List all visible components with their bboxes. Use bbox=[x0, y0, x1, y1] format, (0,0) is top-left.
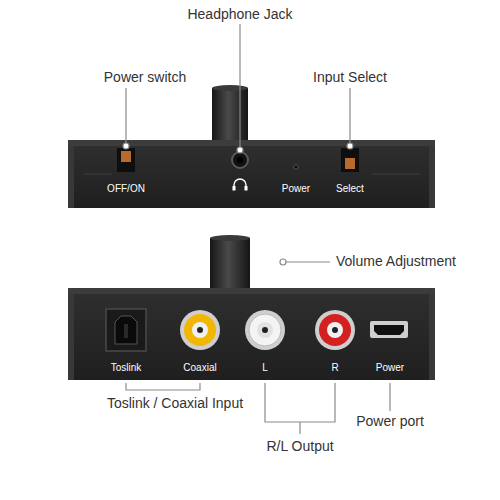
power-led bbox=[294, 165, 298, 169]
leader-dot bbox=[123, 143, 129, 149]
panel-print: R bbox=[331, 362, 338, 373]
headphone-jack bbox=[232, 152, 248, 168]
leader-dot bbox=[347, 143, 353, 149]
knob-top bbox=[210, 235, 250, 241]
callout-label: Volume Adjustment bbox=[336, 254, 456, 269]
housing-edge bbox=[429, 294, 435, 380]
switch-lever bbox=[345, 158, 355, 169]
volume-knob bbox=[210, 238, 250, 292]
panel-seam bbox=[84, 174, 112, 175]
jack-hole bbox=[237, 157, 243, 163]
switch-slot bbox=[117, 148, 135, 172]
callout-label: R/L Output bbox=[266, 439, 333, 454]
callout-label: Headphone Jack bbox=[187, 7, 292, 22]
rca-jack-left bbox=[245, 310, 285, 350]
switch-slot bbox=[341, 148, 359, 172]
leader-line bbox=[389, 383, 390, 411]
headphone-icon bbox=[233, 179, 248, 191]
power-port bbox=[370, 321, 408, 338]
panel-seam bbox=[372, 174, 420, 175]
leader-line bbox=[286, 261, 330, 262]
callout-label: Power port bbox=[356, 414, 424, 429]
panel-print: OFF/ON bbox=[107, 183, 145, 194]
panel-print: Toslink bbox=[111, 362, 142, 373]
coaxial-jack bbox=[180, 310, 220, 350]
leader-line bbox=[349, 88, 350, 143]
panel-print: Power bbox=[282, 183, 310, 194]
toslink-port bbox=[106, 309, 146, 351]
switch-lever bbox=[121, 151, 131, 162]
panel-print: Select bbox=[336, 183, 364, 194]
callout-label: Input Select bbox=[313, 70, 387, 85]
housing-face bbox=[68, 294, 435, 380]
panel-print: L bbox=[262, 362, 268, 373]
housing-edge bbox=[68, 146, 74, 208]
housing-edge bbox=[429, 146, 435, 208]
rca-jack-right bbox=[315, 310, 355, 350]
leader-line bbox=[239, 24, 240, 147]
front-view bbox=[68, 85, 435, 208]
callout-label: Power switch bbox=[104, 70, 186, 85]
leader-dot bbox=[280, 259, 286, 265]
panel-print: Power bbox=[376, 362, 404, 373]
knob-top bbox=[212, 85, 248, 91]
bracket bbox=[265, 383, 335, 422]
panel-print: Coaxial bbox=[183, 362, 216, 373]
bracket bbox=[126, 383, 200, 390]
callout-label: Toslink / Coaxial Input bbox=[107, 396, 243, 411]
housing-edge bbox=[68, 294, 74, 380]
volume-knob bbox=[212, 88, 248, 144]
leader-dot bbox=[237, 147, 243, 153]
leader-line bbox=[299, 422, 300, 434]
housing-face bbox=[68, 146, 435, 208]
leader-lines bbox=[123, 24, 353, 153]
leader-line bbox=[125, 88, 126, 143]
